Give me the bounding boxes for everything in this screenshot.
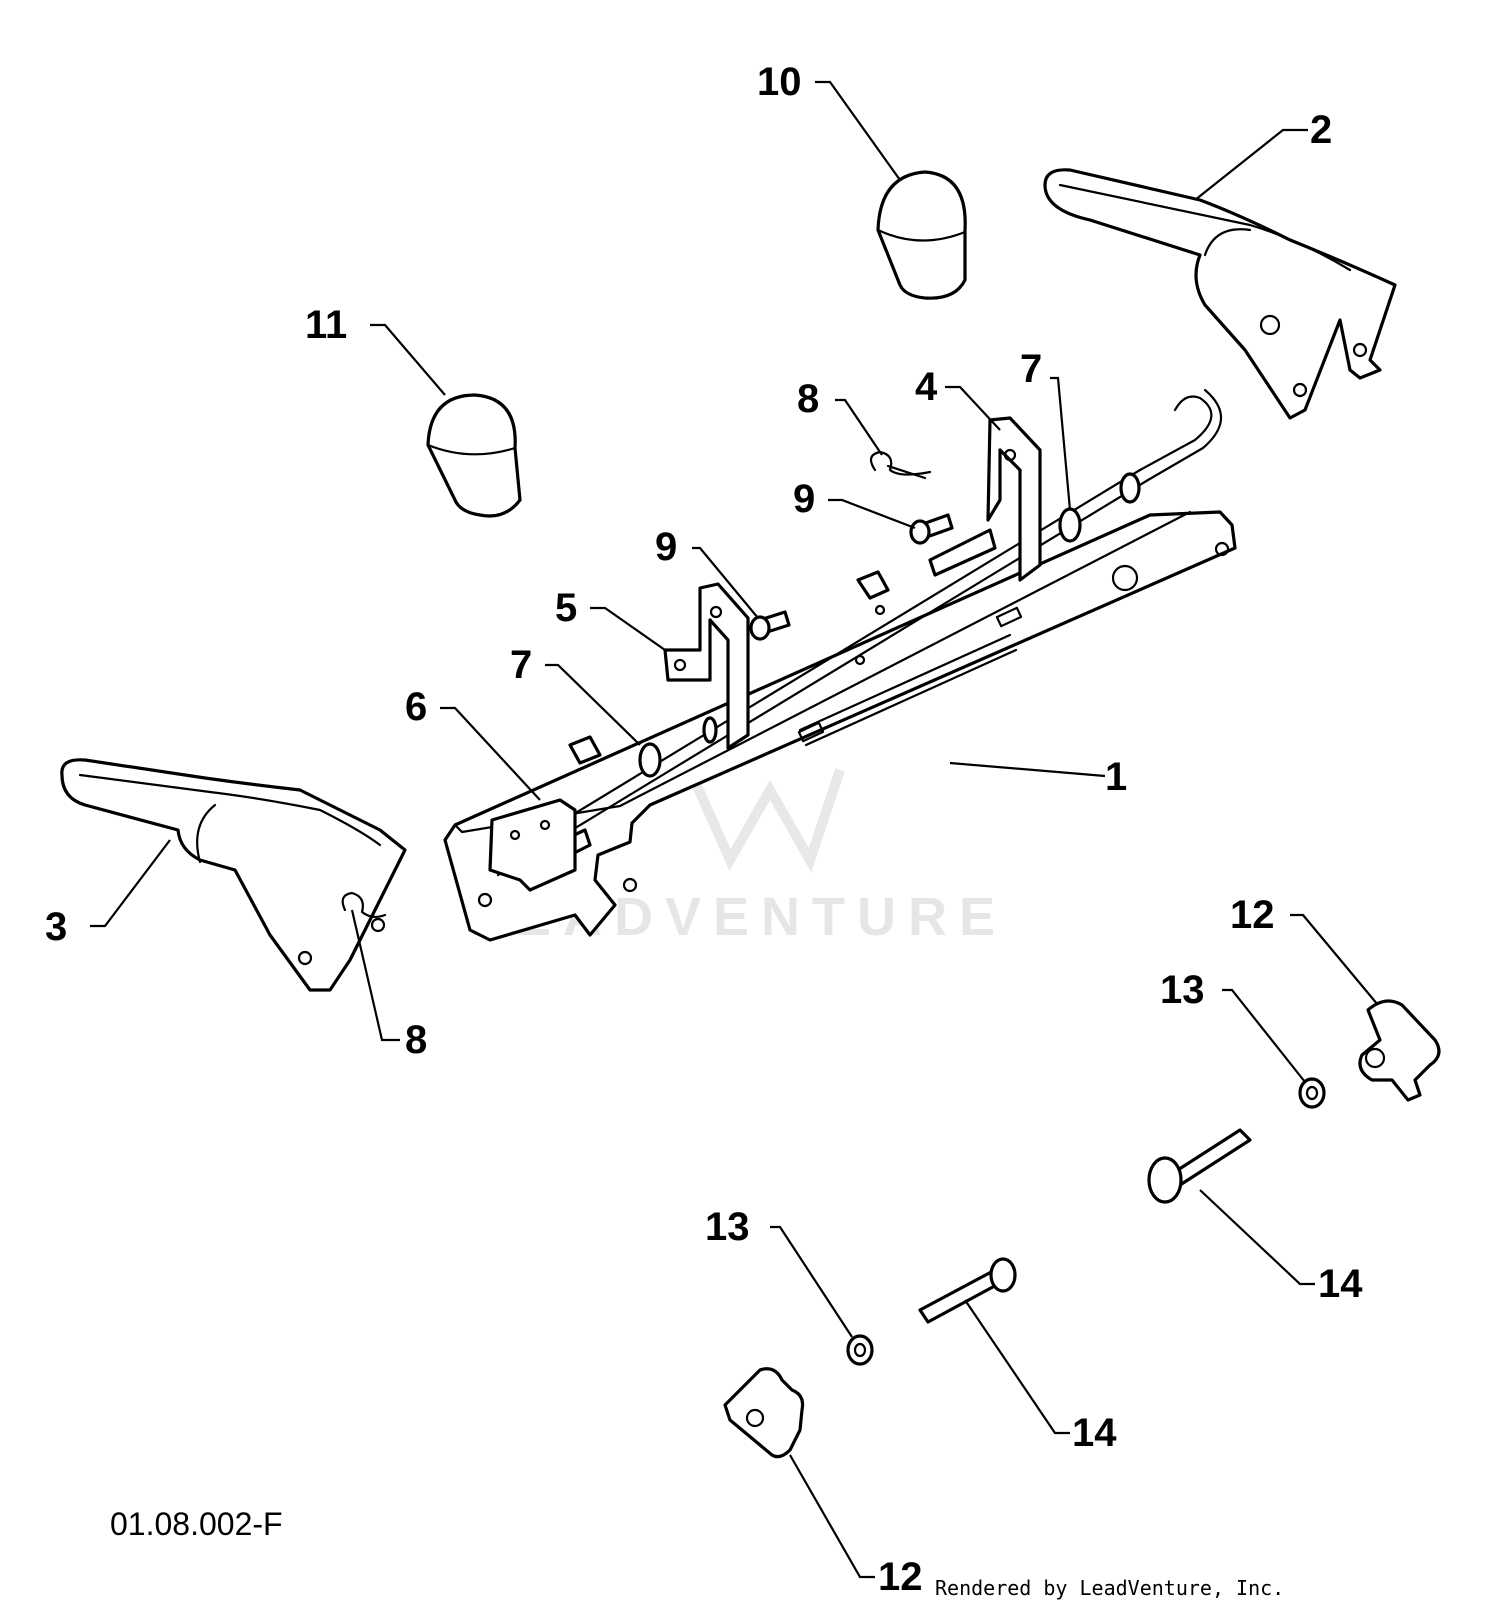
part-14-bolt-lower[interactable] bbox=[918, 1257, 1017, 1324]
part-14-bolt-upper[interactable] bbox=[1147, 1128, 1252, 1204]
part-12-star-knob-lower[interactable] bbox=[723, 1367, 805, 1459]
part-5-bracket[interactable] bbox=[663, 582, 750, 750]
callout-14-upper: 14 bbox=[1318, 1262, 1363, 1306]
callout-7-lower: 7 bbox=[510, 643, 532, 687]
part-3-handle[interactable] bbox=[60, 758, 407, 992]
callout-1: 1 bbox=[1105, 755, 1127, 799]
callouts: 1 2 3 4 5 6 7 7 8 8 9 9 10 11 12 12 13 1… bbox=[45, 60, 1363, 1599]
callout-3: 3 bbox=[45, 905, 67, 949]
callout-13-upper: 13 bbox=[1160, 968, 1205, 1012]
callout-7-upper: 7 bbox=[1020, 347, 1042, 391]
callout-2: 2 bbox=[1310, 108, 1332, 152]
callout-5: 5 bbox=[555, 586, 577, 630]
part-11-knob[interactable] bbox=[426, 393, 522, 518]
callout-13-lower: 13 bbox=[705, 1205, 750, 1249]
callout-11: 11 bbox=[305, 303, 347, 347]
part-13-washer-upper[interactable] bbox=[1298, 1077, 1326, 1109]
part-10-knob[interactable] bbox=[876, 170, 967, 300]
render-credit: Rendered by LeadVenture, Inc. bbox=[935, 1576, 1284, 1600]
callout-8-upper: 8 bbox=[797, 377, 819, 421]
part-9-bolt-lower[interactable] bbox=[749, 610, 791, 641]
control-rod bbox=[488, 388, 1223, 877]
part-12-star-knob-upper[interactable] bbox=[1358, 999, 1441, 1102]
leader-lines bbox=[90, 80, 1379, 1579]
callout-8-lower: 8 bbox=[405, 1018, 427, 1062]
part-13-washer-lower[interactable] bbox=[846, 1334, 874, 1366]
callout-4: 4 bbox=[915, 365, 938, 409]
callout-12-upper: 12 bbox=[1230, 893, 1275, 937]
part-4-bracket[interactable] bbox=[986, 416, 1042, 582]
drawing-code: 01.08.002-F bbox=[110, 1506, 283, 1542]
callout-14-lower: 14 bbox=[1072, 1411, 1117, 1455]
callout-9-upper: 9 bbox=[793, 477, 815, 521]
part-8-clip-lower[interactable] bbox=[341, 891, 387, 919]
callout-12-lower: 12 bbox=[878, 1555, 923, 1599]
part-9-bolt-upper[interactable] bbox=[909, 513, 954, 545]
part-6-bracket[interactable] bbox=[488, 798, 577, 892]
callout-10: 10 bbox=[757, 60, 802, 104]
part-2-handle[interactable] bbox=[1043, 168, 1397, 420]
part-8-clip-upper[interactable] bbox=[869, 450, 932, 480]
callout-6: 6 bbox=[405, 685, 427, 729]
callout-9-lower: 9 bbox=[655, 525, 677, 569]
